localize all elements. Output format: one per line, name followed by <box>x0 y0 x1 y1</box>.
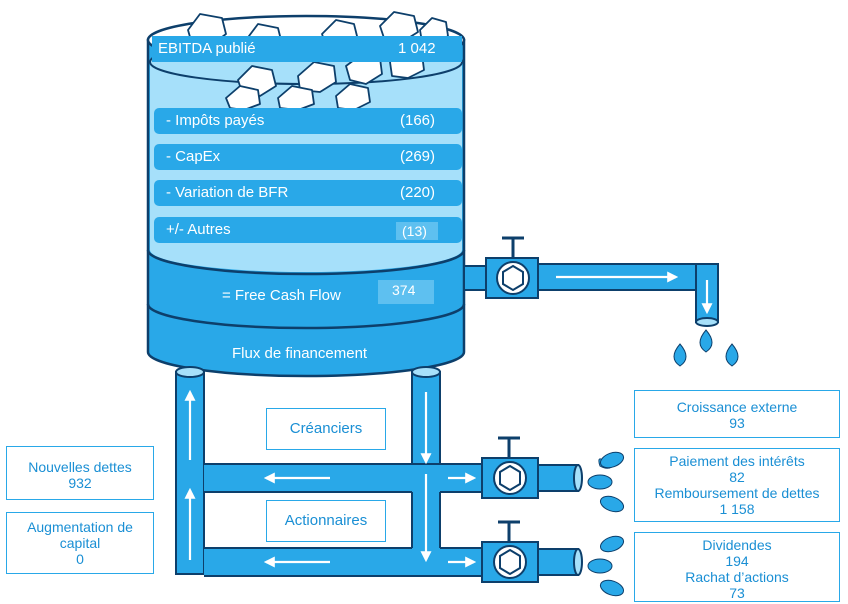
creditors-valve-icon <box>481 436 583 499</box>
external-growth-value: 93 <box>729 415 745 431</box>
ebitda-label: EBITDA publié <box>158 40 256 57</box>
new-debt-label: Nouvelles dettes <box>28 459 132 475</box>
ebitda-row <box>152 36 462 62</box>
capital-increase-label-2: capital <box>59 535 101 551</box>
external-growth-label: Croissance externe <box>676 399 798 415</box>
taxes-label: - Impôts payés <box>166 112 265 129</box>
external-growth-box: Croissance externe 93 <box>634 390 840 438</box>
water-drops-icon <box>587 329 739 597</box>
interest-value: 82 <box>729 469 745 485</box>
dividends-label: Dividendes <box>702 537 772 553</box>
debt-repayment-value: 1 158 <box>719 501 755 517</box>
other-label: +/- Autres <box>166 221 231 238</box>
flow-arrows <box>184 389 477 568</box>
capex-row <box>154 144 462 170</box>
shareholders-label: Actionnaires <box>266 500 386 542</box>
debt-repayment-label: Remboursement de dettes <box>654 485 820 501</box>
new-debt-box: Nouvelles dettes 932 <box>6 446 154 500</box>
tank-row-bars <box>152 36 462 304</box>
creditors-outflows-box: Paiement des intérêts 82 Remboursement d… <box>634 448 840 522</box>
other-value: (13) <box>402 223 427 239</box>
capex-value: (269) <box>400 148 436 165</box>
bfr-value: (220) <box>400 184 436 201</box>
buyback-value: 73 <box>729 585 745 601</box>
financing-label: Flux de financement <box>232 345 368 362</box>
fcf-valve-icon <box>485 236 539 299</box>
shareholders-valve-icon <box>481 520 583 583</box>
buyback-label: Rachat d’actions <box>685 569 789 585</box>
financing-pipes <box>175 366 482 577</box>
capital-increase-box: Augmentation de capital 0 <box>6 512 154 574</box>
capex-label: - CapEx <box>166 148 221 165</box>
shareholders-outflows-box: Dividendes 194 Rachat d’actions 73 <box>634 532 840 602</box>
interest-label: Paiement des intérêts <box>669 453 805 469</box>
fcf-label: = Free Cash Flow <box>222 287 341 304</box>
other-row <box>154 217 462 243</box>
new-debt-value: 932 <box>68 475 92 491</box>
creditors-label: Créanciers <box>266 408 386 450</box>
fcf-value-highlight <box>378 280 434 304</box>
fcf-outlet-pipe <box>463 263 719 327</box>
ebitda-value: 1 042 <box>398 40 436 57</box>
dividends-value: 194 <box>725 553 749 569</box>
capital-increase-label-1: Augmentation de <box>27 519 133 535</box>
capital-increase-value: 0 <box>76 551 84 567</box>
taxes-row <box>154 108 462 134</box>
taxes-value: (166) <box>400 112 436 129</box>
bfr-label: - Variation de BFR <box>166 184 289 201</box>
bfr-row <box>154 180 462 206</box>
other-value-highlight <box>396 222 438 240</box>
fcf-value: 374 <box>392 282 416 298</box>
